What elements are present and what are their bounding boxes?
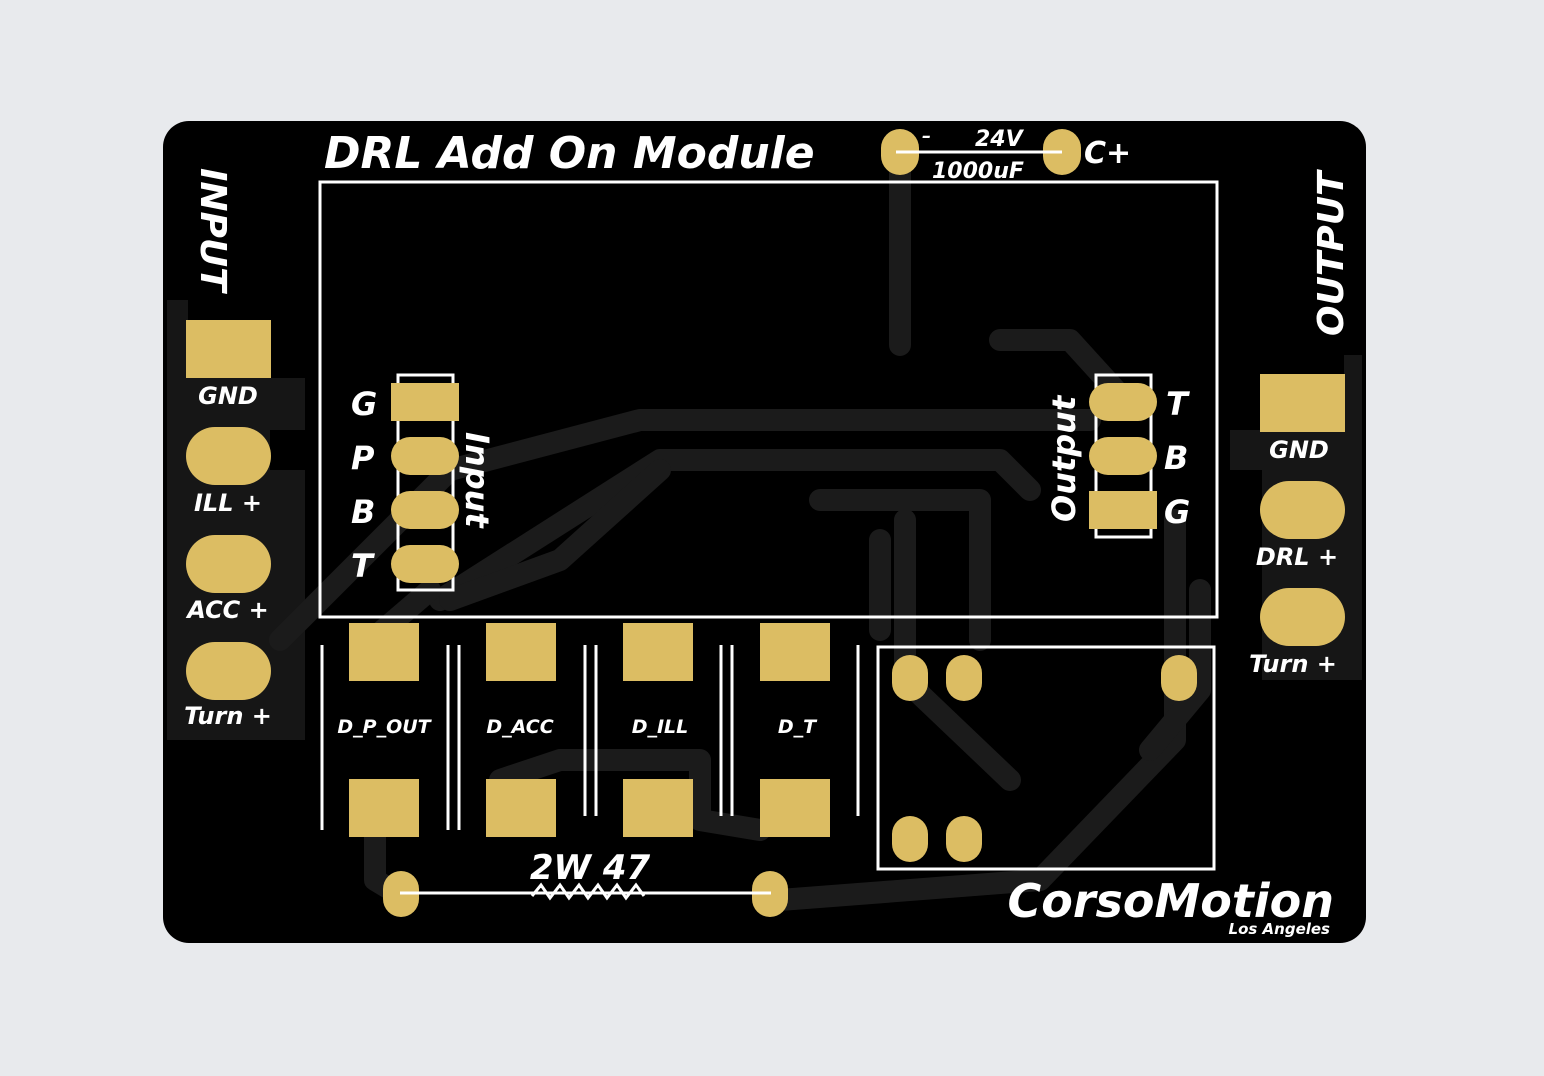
pcb-board <box>163 121 1366 943</box>
module-input-header: G P B T Input <box>351 373 496 592</box>
module-output-header: T B G Output <box>1045 373 1190 539</box>
module-outline <box>318 180 1219 619</box>
output-pad-drl <box>1260 481 1345 539</box>
brand-logo: CorsoMotion <box>1007 874 1334 928</box>
diode-silkscreen-bars <box>320 645 860 830</box>
module-output-pad-g <box>1089 491 1157 529</box>
module-input-header-outline <box>396 373 455 592</box>
diode-d-p-out-pad-bottom <box>349 779 419 837</box>
diode-d-acc-pad-bottom <box>486 779 556 837</box>
input-pad-turn <box>186 642 271 700</box>
module-input-pad-t <box>391 545 459 583</box>
output-heading: OUTPUT <box>1311 169 1352 336</box>
input-pad-acc <box>186 535 271 593</box>
relay-pad-5 <box>946 816 982 862</box>
resistor-zigzag-icon <box>530 882 646 901</box>
output-pad-gnd <box>1260 374 1345 432</box>
diode-d-p-out-label: D_P_OUT <box>337 716 432 738</box>
input-pad-gnd <box>186 320 271 378</box>
module-input-pad-p <box>391 437 459 475</box>
module-input-pad-b <box>391 491 459 529</box>
module-output-heading: Output <box>1045 394 1083 522</box>
input-label-gnd: GND <box>198 382 258 410</box>
input-pad-ill <box>186 427 271 485</box>
module-output-pad-t <box>1089 383 1157 421</box>
module-input-pin-p: P <box>351 439 375 477</box>
diode-row: D_P_OUT D_ACC D_ILL D_T <box>320 623 860 837</box>
brand-location: Los Angeles <box>1229 920 1331 938</box>
diode-d-ill-pad-bottom <box>623 779 693 837</box>
diode-d-t-pad-bottom <box>760 779 830 837</box>
module-input-pin-b: B <box>351 493 375 531</box>
capacitor-voltage: 24V <box>975 127 1025 152</box>
diode-d-t-pad-top <box>760 623 830 681</box>
module-input-pad-g <box>391 383 459 421</box>
diode-d-acc-label: D_ACC <box>486 716 553 738</box>
module-output-pad-b <box>1089 437 1157 475</box>
diode-d-t-label: D_T <box>778 716 818 738</box>
output-label-gnd: GND <box>1269 436 1329 464</box>
module-input-pin-g: G <box>351 385 377 423</box>
input-connector: INPUT GND ILL + ACC + Turn + <box>184 168 272 730</box>
input-heading: INPUT <box>192 168 233 294</box>
capacitor-capacitance: 1000uF <box>932 159 1024 184</box>
relay-pad-2 <box>946 655 982 701</box>
capacitor-minus-sign: – <box>922 126 931 147</box>
relay <box>876 645 1216 871</box>
capacitor: – 24V 1000uF C+ <box>881 126 1131 184</box>
diode-d-p-out-pad-top <box>349 623 419 681</box>
relay-outline <box>876 645 1216 871</box>
module-output-pin-g: G <box>1164 493 1190 531</box>
module-input-pin-t: T <box>351 547 375 585</box>
diode-d-ill-pad-top <box>623 623 693 681</box>
module-output-pin-t: T <box>1166 385 1190 423</box>
resistor: 2W 47 <box>383 848 788 917</box>
input-label-ill: ILL + <box>194 489 262 517</box>
input-label-turn: Turn + <box>184 702 272 730</box>
output-pad-turn <box>1260 588 1345 646</box>
output-label-drl: DRL + <box>1256 543 1338 571</box>
input-label-acc: ACC + <box>185 596 269 624</box>
diode-d-ill-label: D_ILL <box>632 716 689 738</box>
module-input-heading: Input <box>458 432 496 529</box>
capacitor-ref: C+ <box>1084 136 1131 171</box>
output-connector: OUTPUT GND DRL + Turn + <box>1249 169 1352 678</box>
resistor-label: 2W 47 <box>530 848 651 888</box>
relay-pad-3 <box>1161 655 1197 701</box>
board-title: DRL Add On Module <box>324 128 815 179</box>
diode-d-acc-pad-top <box>486 623 556 681</box>
relay-pad-4 <box>892 816 928 862</box>
module-output-pin-b: B <box>1164 439 1188 477</box>
relay-pad-1 <box>892 655 928 701</box>
output-label-turn: Turn + <box>1249 650 1337 678</box>
